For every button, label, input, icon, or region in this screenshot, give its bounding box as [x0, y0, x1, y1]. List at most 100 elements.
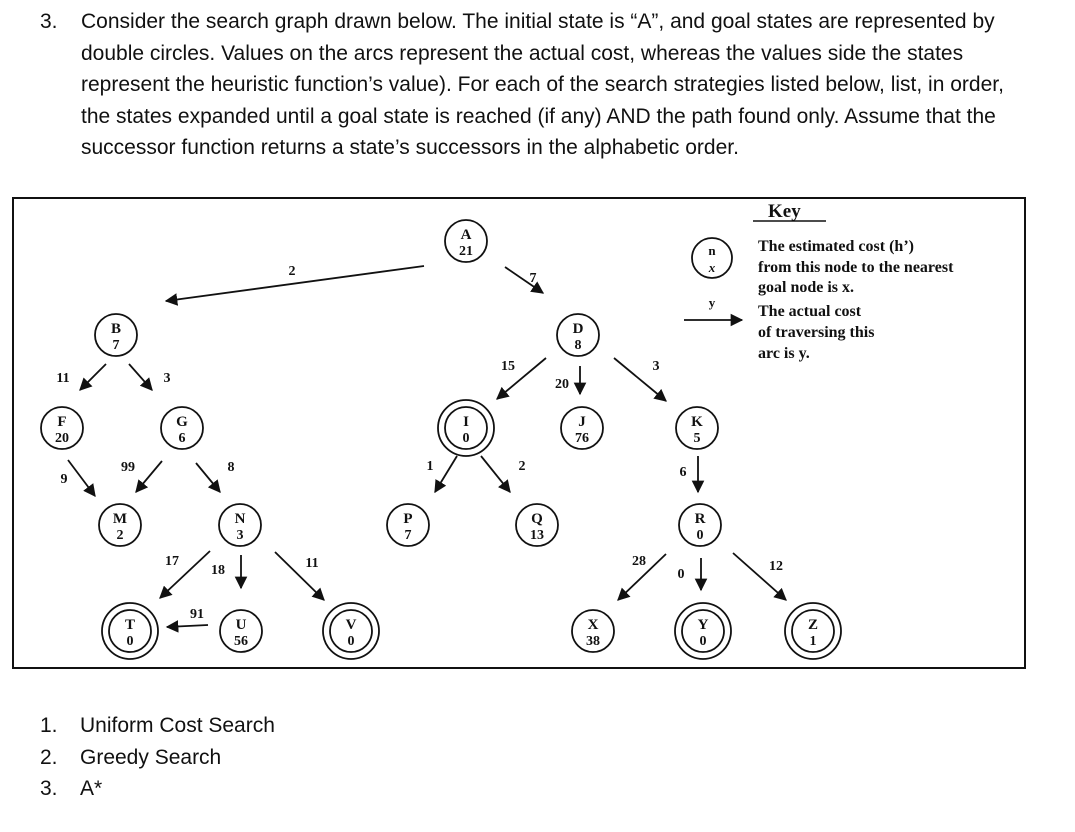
node-v-goal-ring [322, 602, 380, 660]
key-node-text: The estimated cost (h’) [758, 238, 914, 255]
edge-i-p-cost: 1 [427, 459, 434, 474]
node-x-circle [571, 609, 615, 653]
node-d-circle [556, 313, 600, 357]
node-z-circle [791, 609, 835, 653]
node-b-circle [94, 313, 138, 357]
question-body: Consider the search graph drawn below. T… [81, 6, 1060, 164]
edge-n-v-arrow [274, 551, 325, 601]
edge-d-i-cost: 15 [501, 359, 515, 374]
edge-n-u-cost: 18 [211, 563, 225, 578]
strategy-number: 3. [40, 777, 58, 800]
edge-n-t-arrow [159, 550, 211, 599]
node-n: N3 [218, 503, 262, 547]
node-z-name: Z [808, 617, 818, 633]
node-g-heuristic: 6 [179, 431, 186, 446]
node-y-heuristic: 0 [700, 634, 707, 649]
question-line: represent the heuristic function’s value… [81, 73, 1004, 96]
edge-a-d-cost: 7 [530, 271, 537, 286]
edge-r-z-cost: 12 [769, 559, 783, 574]
node-j: J76 [560, 406, 604, 450]
node-a-circle [444, 219, 488, 263]
node-b-heuristic: 7 [113, 338, 120, 353]
node-i-circle [444, 406, 488, 450]
edge-u-t-arrow [165, 620, 209, 633]
node-m-circle [98, 503, 142, 547]
node-y-name: Y [698, 617, 709, 633]
node-z-goal-ring [784, 602, 842, 660]
node-a: A21 [444, 219, 488, 263]
edge-n-v-cost: 11 [305, 556, 318, 571]
edge-g-n-cost: 8 [228, 460, 235, 475]
edge-d-i-arrow [496, 357, 547, 400]
key-node-text: goal node is x. [758, 279, 854, 296]
node-q: Q13 [515, 503, 559, 547]
node-y: Y0 [674, 602, 732, 660]
node-t-heuristic: 0 [127, 634, 134, 649]
node-m-name: M [113, 511, 127, 527]
node-x-name: X [588, 617, 599, 633]
node-u-name: U [236, 617, 247, 633]
node-b: B7 [94, 313, 138, 357]
strategy-item: 2.Greedy Search [40, 742, 275, 774]
edge-d-k-cost: 3 [653, 359, 660, 374]
edge-g-m-arrow [135, 460, 163, 493]
node-a-name: A [461, 227, 472, 243]
node-k-name: K [691, 414, 703, 430]
node-u-heuristic: 56 [234, 634, 248, 649]
edge-a-b-cost: 2 [289, 264, 296, 279]
key-sample-node-name: n [708, 243, 716, 258]
node-n-heuristic: 3 [237, 528, 244, 543]
node-y-goal-ring [674, 602, 732, 660]
node-d: D8 [556, 313, 600, 357]
strategy-label: Greedy Search [80, 745, 222, 769]
node-g-circle [160, 406, 204, 450]
node-p: P7 [386, 503, 430, 547]
node-j-name: J [578, 414, 586, 430]
node-g-name: G [176, 414, 188, 430]
strategy-number: 1. [40, 714, 58, 737]
node-v-name: V [346, 617, 357, 633]
node-p-circle [386, 503, 430, 547]
question-line: the states expanded until a goal state i… [81, 104, 996, 128]
edge-k-r-cost: 6 [680, 465, 687, 480]
edge-i-q-arrow [480, 455, 511, 493]
node-t-name: T [125, 617, 135, 633]
node-g: G6 [160, 406, 204, 450]
node-r-circle [678, 503, 722, 547]
edge-r-z-arrow [732, 552, 787, 601]
edge-i-p-arrow [434, 455, 458, 494]
edge-a-b-arrow [164, 265, 425, 306]
node-y-circle [681, 609, 725, 653]
key-title: Key [768, 201, 801, 222]
question-text: 3. Consider the search graph drawn below… [40, 6, 1060, 164]
edge-u-t-cost: 91 [190, 607, 204, 622]
edge-n-t-cost: 17 [165, 554, 179, 569]
edge-f-m-arrow [67, 459, 96, 498]
node-k-heuristic: 5 [694, 431, 701, 446]
edge-r-x-arrow [617, 553, 667, 601]
key-arc-text: arc is y. [758, 345, 810, 362]
node-f-heuristic: 20 [55, 431, 69, 446]
edge-b-f-cost: 11 [56, 371, 69, 386]
node-n-circle [218, 503, 262, 547]
edge-b-f-arrow [79, 363, 107, 391]
node-b-name: B [111, 321, 121, 337]
question-number: 3. [40, 10, 58, 33]
edge-d-k-arrow [613, 357, 667, 402]
strategy-item: 1. Uniform Cost Search [40, 710, 275, 742]
node-q-circle [515, 503, 559, 547]
node-u: U56 [219, 609, 263, 653]
question-line: Consider the search graph drawn below. T… [81, 10, 995, 33]
node-t-goal-ring [101, 602, 159, 660]
question-line: successor function returns a state’s suc… [81, 136, 739, 159]
node-i-name: I [463, 414, 469, 430]
node-v-circle [329, 609, 373, 653]
edge-f-m-cost: 9 [61, 472, 68, 487]
key-arc-text: The actual cost [758, 303, 862, 320]
strategy-label: Uniform Cost Search [80, 714, 275, 737]
node-r: R0 [678, 503, 722, 547]
node-f-circle [40, 406, 84, 450]
node-r-heuristic: 0 [697, 528, 704, 543]
